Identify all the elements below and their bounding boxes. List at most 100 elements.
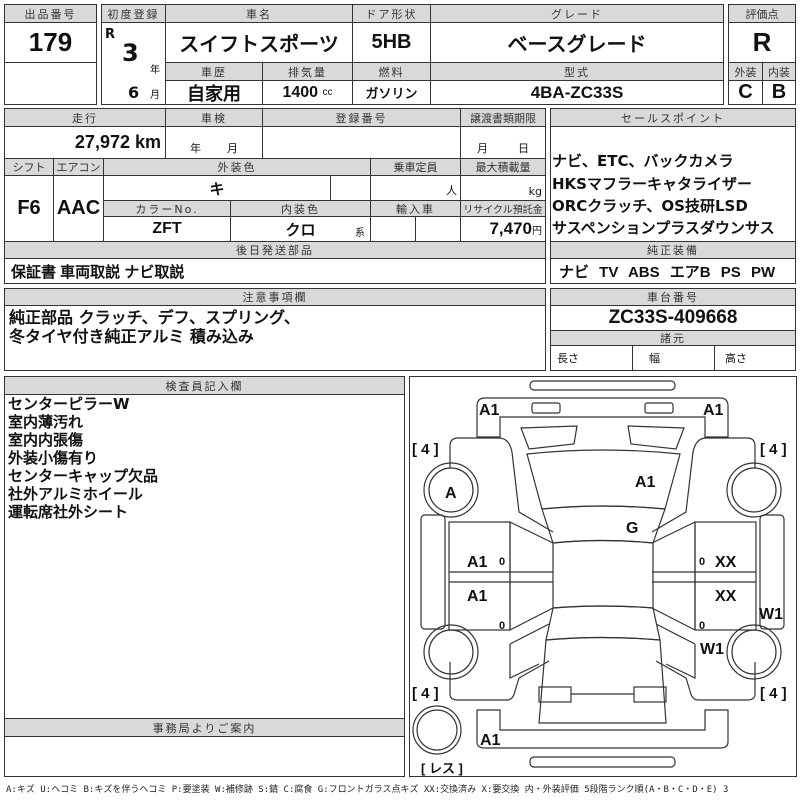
shift: F6 — [4, 175, 54, 242]
car-name: スイフトスポーツ — [165, 22, 353, 63]
interior-color: クロ — [230, 216, 371, 242]
fuel: ガソリン — [352, 80, 431, 105]
chassis-label: 車台番号 — [550, 288, 796, 306]
front-bar — [529, 380, 676, 391]
inspector-note: 室内内張傷 — [8, 431, 84, 449]
transfer-month-unit: 月 — [477, 142, 488, 155]
mark-door-rl: A1 — [467, 588, 488, 605]
lot-label: 出品番号 — [4, 4, 97, 23]
inspector-label: 検査員記入欄 — [4, 376, 405, 395]
inspector-note: 運転席社外シート — [8, 503, 129, 521]
displacement-label: 排気量 — [262, 62, 353, 81]
shift-label: シフト — [4, 158, 54, 176]
reg-no — [262, 126, 461, 159]
fuel-label: 燃料 — [352, 62, 431, 81]
import-a — [370, 216, 416, 242]
right-side — [651, 437, 785, 701]
car-diagram-svg: A1 A1 [ 4 ] [ 4 ] A A1 G A1 A1 0 0 0 0 X… — [412, 380, 787, 776]
sales-points-label: セールスポイント — [550, 108, 796, 127]
tail-lamp-left — [538, 686, 572, 703]
interior-label: 内装 — [762, 62, 796, 81]
history-label: 車歴 — [165, 62, 263, 81]
reg-year: 3 — [122, 39, 139, 67]
spec-width: 幅 — [632, 345, 715, 371]
lot-number: 179 — [4, 22, 97, 63]
inspection-year-unit: 年 — [190, 142, 201, 155]
mileage: 27,972 km — [4, 126, 166, 159]
inspector-note: 社外アルミホイール — [8, 485, 143, 503]
mileage-label: 走行 — [4, 108, 166, 127]
capacity-label: 乗車定員 — [370, 158, 461, 176]
month-unit: 月 — [150, 90, 160, 101]
int-color-label: 内装色 — [230, 200, 371, 217]
score: R — [728, 22, 796, 63]
spec-height: 高さ — [714, 345, 796, 371]
color-label: 外装色 — [103, 158, 371, 176]
color-extra — [330, 175, 371, 201]
notes-label: 注意事項欄 — [4, 288, 546, 306]
recycle-unit: 円 — [532, 225, 542, 237]
exterior-color: キ — [103, 175, 331, 201]
spare-label: [ レス ] — [421, 761, 463, 776]
mark-zero: 0 — [699, 620, 705, 632]
mark-wheel-fl: A — [445, 485, 457, 502]
hood — [526, 449, 681, 510]
color-no: ZFT — [103, 216, 231, 242]
rear-window — [545, 605, 661, 641]
reg-no-label: 登録番号 — [262, 108, 461, 127]
mark-door-fl: A1 — [467, 554, 488, 571]
damage-diagram: A1 A1 [ 4 ] [ 4 ] A A1 G A1 A1 0 0 0 0 X… — [409, 376, 797, 777]
exterior-label: 外装 — [728, 62, 763, 81]
notes-box — [4, 305, 546, 371]
mark-sill-right: W1 — [759, 606, 783, 623]
mark-front-left: A1 — [479, 402, 500, 419]
recycle-label: リサイクル預託金 — [460, 200, 546, 217]
displacement-unit: cc — [322, 87, 333, 98]
score-label: 評価点 — [728, 4, 796, 23]
mark-fender-rr: W1 — [700, 641, 724, 658]
door-type: 5HB — [352, 22, 431, 63]
mark-door-rr: XX — [715, 588, 737, 605]
rear-bumper — [476, 709, 729, 749]
inspector-note: 室内薄汚れ — [8, 413, 84, 431]
transfer-day-unit: 日 — [518, 142, 529, 155]
car-name-label: 車名 — [165, 4, 353, 23]
displacement-value: 1400 — [282, 83, 319, 101]
recycle-value: 7,470 — [489, 219, 532, 238]
grade-label: グレード — [430, 4, 724, 23]
fog-lamp-right — [644, 402, 674, 414]
legend: A:キズ U:ヘコミ B:キズを伴うヘコミ P:要塗装 W:補修跡 S:錆 C:… — [6, 785, 729, 795]
ac-label: エアコン — [53, 158, 104, 176]
equipment-label: 純正装備 — [550, 241, 796, 259]
interior-grade: B — [762, 80, 796, 105]
roof — [552, 539, 654, 609]
model-label: 型式 — [430, 62, 724, 81]
history: 自家用 — [165, 80, 263, 105]
import-b — [415, 216, 461, 242]
note-line: 純正部品 クラッチ、デフ、スプリング、 — [9, 308, 300, 327]
mark-zero: 0 — [699, 556, 705, 568]
capacity: 人 — [370, 175, 461, 201]
grade: ベースグレード — [430, 22, 724, 63]
rear-bar — [529, 756, 676, 768]
inspector-note: 外装小傷有り — [8, 449, 99, 467]
tire-fr: [ 4 ] — [760, 441, 787, 458]
tire-fl: [ 4 ] — [412, 441, 439, 458]
office-box — [4, 736, 405, 777]
int-color-unit: 系 — [355, 228, 365, 239]
mark-windshield: G — [626, 520, 638, 537]
later-parts: 保証書 車両取説 ナビ取説 — [4, 258, 546, 284]
tail-lamp-right — [633, 686, 667, 703]
headlights — [520, 425, 685, 450]
specs-label: 諸元 — [550, 330, 796, 346]
inspection-label: 車検 — [165, 108, 263, 127]
displacement: 1400 cc — [262, 80, 353, 105]
door-label: ドア形状 — [352, 4, 431, 23]
transfer-label: 譲渡書類期限 — [460, 108, 546, 127]
front-bumper — [476, 397, 729, 438]
inspector-note: センターピラーW — [8, 395, 130, 413]
max-load: kg — [460, 175, 546, 201]
sales-point: サスペンションプラスダウンサス — [552, 219, 775, 237]
left-side — [420, 437, 554, 701]
ac: AAC — [53, 175, 104, 242]
